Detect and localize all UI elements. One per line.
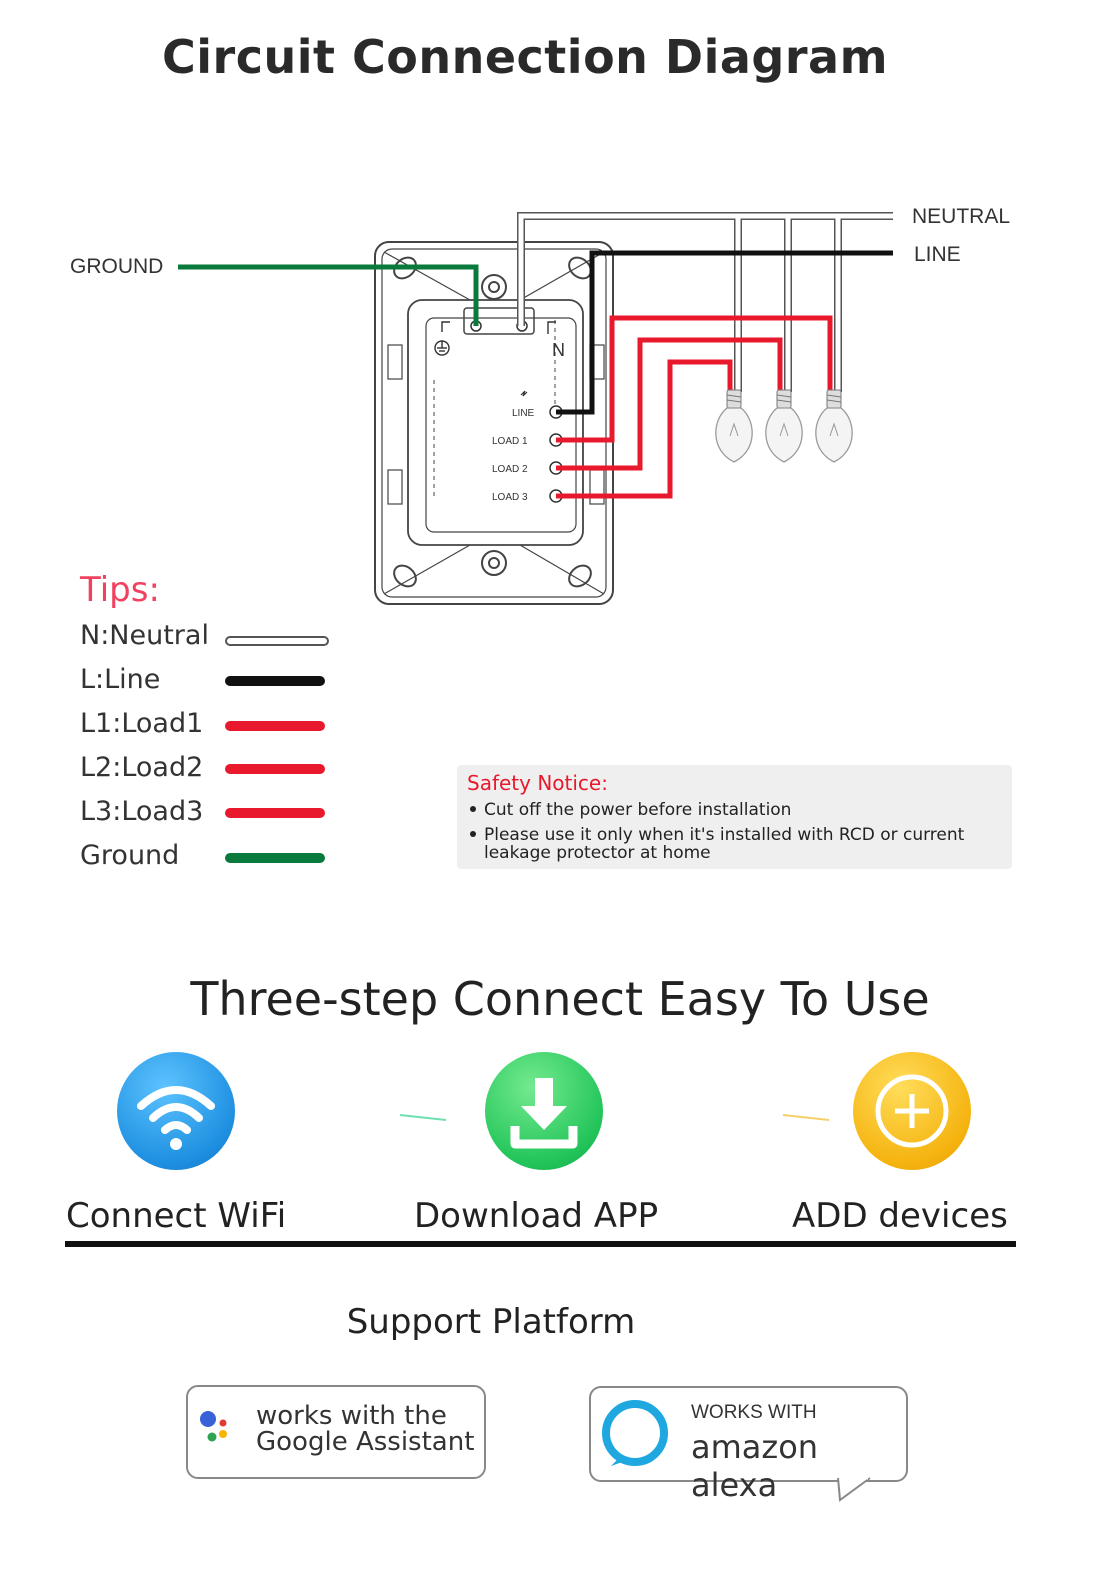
step-label: Download APP	[414, 1196, 659, 1236]
legend-label: N:Neutral	[80, 620, 209, 651]
line-label: LINE	[914, 243, 961, 266]
line-wire	[556, 250, 893, 415]
switch-box	[374, 241, 614, 605]
terminal-line-label: LINE	[512, 408, 535, 419]
plus-icon	[853, 1052, 971, 1170]
legend-line-load3	[225, 808, 325, 818]
ground-symbol-icon	[434, 321, 450, 356]
terminal-load2-label: LOAD 2	[492, 464, 528, 475]
bolt-icon	[520, 390, 528, 397]
terminal-load3-label: LOAD 3	[492, 492, 528, 503]
tips-heading: Tips:	[80, 570, 160, 610]
terminal-load1-label: LOAD 1	[492, 436, 528, 447]
download-icon	[485, 1052, 603, 1170]
google-badge-line1: works with the	[256, 1401, 447, 1431]
bullet-icon	[470, 806, 476, 812]
wiring-diagram: N LINE LOAD 1 LOAD 2 LOAD 3	[70, 205, 1010, 605]
page-title: Circuit Connection Diagram	[161, 30, 889, 84]
alexa-badge-line2: amazon alexa	[691, 1428, 819, 1504]
alexa-logo-icon	[602, 1400, 668, 1466]
divider	[65, 1241, 1016, 1247]
bulb-icon	[815, 389, 853, 463]
legend-label: L2:Load2	[80, 752, 204, 783]
support-platform-title: Support Platform	[346, 1302, 636, 1342]
ground-wire	[178, 264, 479, 326]
load-wires	[556, 315, 833, 499]
legend-line-load2	[225, 764, 325, 774]
alexa-badge-line1: WORKS WITH	[691, 1402, 817, 1423]
legend-line-neutral	[225, 636, 329, 646]
legend-line-ground	[225, 853, 325, 863]
legend-label: L3:Load3	[80, 796, 204, 827]
google-assistant-badge: works with the Google Assistant	[186, 1385, 486, 1479]
speech-tail-icon	[837, 1476, 871, 1502]
light-bulbs	[715, 389, 853, 463]
safety-notice-title: Safety Notice:	[467, 771, 608, 795]
legend-line-line	[225, 676, 325, 686]
legend-label: L1:Load1	[80, 708, 204, 739]
bulb-icon	[765, 389, 803, 463]
wifi-icon	[117, 1052, 235, 1170]
arrow-icon	[272, 1114, 447, 1122]
legend-label: Ground	[80, 840, 180, 871]
neutral-wire	[517, 212, 893, 392]
legend-line-load1	[225, 721, 325, 731]
legend-label: L:Line	[80, 664, 161, 695]
amazon-alexa-badge: WORKS WITH amazon alexa	[589, 1386, 908, 1504]
ground-label: GROUND	[70, 255, 163, 278]
neutral-label: NEUTRAL	[912, 205, 1010, 228]
bulb-icon	[715, 389, 753, 463]
neutral-terminal-mark: N	[552, 340, 565, 360]
bullet-icon	[470, 831, 476, 837]
step-label: ADD devices	[792, 1196, 1008, 1236]
safety-item: Please use it only when it's installed w…	[470, 826, 1000, 862]
google-badge-line2: Google Assistant	[256, 1427, 475, 1457]
step-label: Connect WiFi	[66, 1196, 287, 1236]
google-assistant-logo-icon	[200, 1411, 227, 1442]
safety-notice: Safety Notice: Cut off the power before …	[457, 765, 1012, 869]
safety-item: Cut off the power before installation	[470, 801, 791, 819]
arrow-icon	[655, 1114, 830, 1122]
steps-title: Three-step Connect Easy To Use	[190, 972, 930, 1026]
